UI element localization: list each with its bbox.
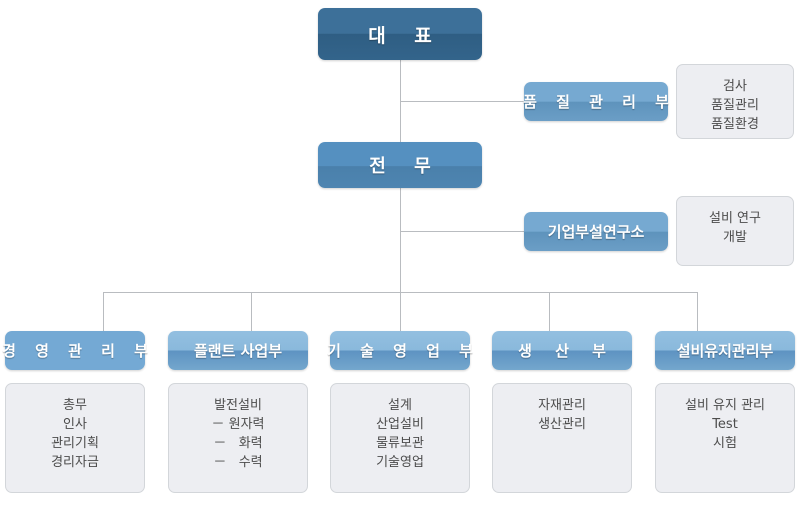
node-ceo[interactable]: 대 표 — [318, 8, 482, 60]
detail-item: － 수력 — [213, 455, 263, 470]
detail-item: 기술영업 — [376, 455, 424, 470]
node-executive-director[interactable]: 전 무 — [318, 142, 482, 188]
detail-item: 설비 유지 관리 — [684, 398, 766, 413]
detail-item: Test — [712, 417, 738, 432]
detail-management-admin: 총무 인사 관리기획 경리자금 — [5, 383, 145, 493]
detail-item: 설계 — [388, 398, 412, 413]
detail-item: 물류보관 — [376, 436, 424, 451]
node-plant-business-label: 플랜트 사업부 — [193, 342, 283, 360]
detail-production: 자재관리 생산관리 — [492, 383, 632, 493]
node-quality-control-label: 품 질 관 리 부 — [523, 93, 676, 111]
node-executive-director-label: 전 무 — [369, 156, 442, 177]
detail-item: 검사 — [723, 79, 747, 94]
connector-bus-to-plant-business — [251, 292, 252, 331]
connector-trunk-to-quality-control — [400, 101, 524, 102]
connector-bus-to-technical-sales — [400, 292, 401, 331]
detail-item: 시험 — [713, 436, 737, 451]
node-technical-sales[interactable]: 기 술 영 업 부 — [327, 331, 473, 370]
detail-item: 설비 연구 — [709, 211, 761, 226]
detail-item: 인사 — [63, 417, 87, 432]
detail-facility-maintenance: 설비 유지 관리 Test 시험 — [655, 383, 795, 493]
node-facility-maintenance[interactable]: 설비유지관리부 — [655, 331, 795, 370]
node-plant-business[interactable]: 플랜트 사업부 — [168, 331, 308, 370]
node-quality-control[interactable]: 품 질 관 리 부 — [523, 82, 669, 121]
detail-item: 개발 — [723, 230, 747, 245]
node-production[interactable]: 생 산 부 — [492, 331, 632, 370]
connector-bus-to-management-admin — [103, 292, 104, 331]
node-management-admin-label: 경 영 관 리 부 — [2, 342, 155, 360]
detail-item: 발전설비 — [214, 398, 262, 413]
detail-item: 생산관리 — [538, 417, 586, 432]
node-ceo-label: 대 표 — [368, 24, 443, 47]
detail-item: 경리자금 — [51, 455, 99, 470]
node-facility-maintenance-label: 설비유지관리부 — [676, 342, 774, 360]
detail-item: － 원자력 — [211, 417, 265, 432]
detail-item: 산업설비 — [376, 417, 424, 432]
detail-plant-business: 발전설비 － 원자력 － 화력 － 수력 — [168, 383, 308, 493]
detail-quality-control: 검사 품질관리 품질환경 — [676, 64, 794, 139]
connector-bus-to-production — [549, 292, 550, 331]
detail-item: 자재관리 — [538, 398, 586, 413]
node-production-label: 생 산 부 — [518, 342, 615, 360]
node-rnd-institute-label: 기업부설연구소 — [547, 223, 645, 241]
detail-item: 품질환경 — [711, 117, 759, 132]
detail-item: 품질관리 — [711, 98, 759, 113]
node-rnd-institute[interactable]: 기업부설연구소 — [524, 212, 668, 251]
detail-item: 총무 — [63, 398, 87, 413]
connector-bus-to-facility-maintenance — [697, 292, 698, 331]
node-technical-sales-label: 기 술 영 업 부 — [327, 342, 480, 360]
detail-item: － 화력 — [213, 436, 263, 451]
node-management-admin[interactable]: 경 영 관 리 부 — [2, 331, 148, 370]
detail-item: 관리기획 — [51, 436, 99, 451]
detail-technical-sales: 설계 산업설비 물류보관 기술영업 — [330, 383, 470, 493]
connector-executive-to-bus — [400, 188, 401, 292]
connector-trunk-to-rnd — [400, 231, 524, 232]
detail-rnd-institute: 설비 연구 개발 — [676, 196, 794, 266]
